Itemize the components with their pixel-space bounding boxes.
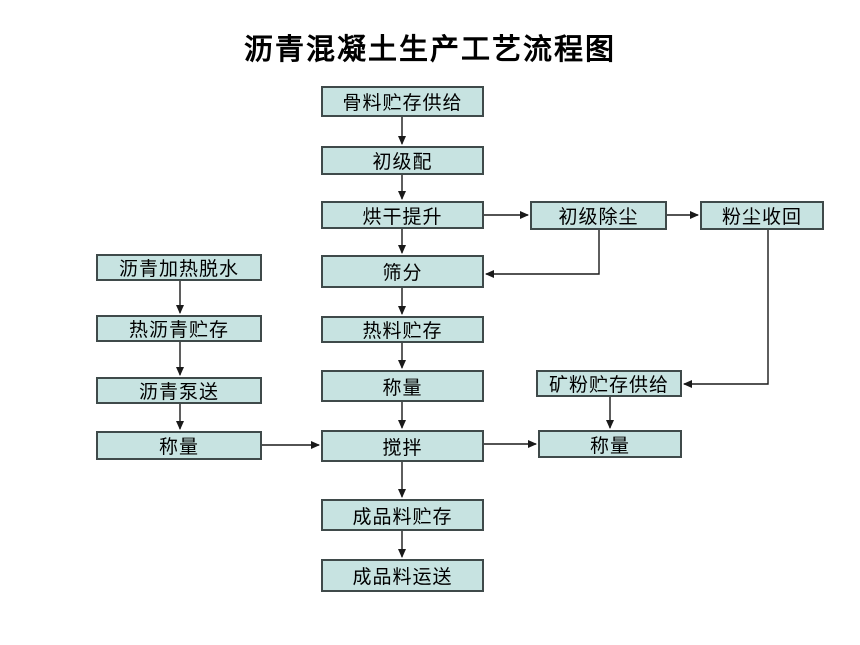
node-label: 矿粉贮存供给 xyxy=(548,374,669,396)
node-label: 沥青加热脱水 xyxy=(118,258,239,280)
node-label: 称量 xyxy=(382,376,423,399)
node-finished-material-transport: 成品料运送 xyxy=(321,559,484,592)
node-label: 热沥青贮存 xyxy=(128,319,229,341)
node-hot-asphalt-storage: 热沥青贮存 xyxy=(96,315,262,342)
node-drying-lifting: 烘干提升 xyxy=(321,201,484,229)
node-asphalt-heating-dewatering: 沥青加热脱水 xyxy=(96,254,262,281)
node-dust-recovery: 粉尘收回 xyxy=(700,201,824,230)
node-mixing: 搅拌 xyxy=(321,430,484,462)
diagram-title: 沥青混凝土生产工艺流程图 xyxy=(243,32,616,66)
node-label: 热料贮存 xyxy=(362,320,443,342)
node-label: 骨料贮存供给 xyxy=(342,92,463,114)
node-mineral-powder-storage-supply: 矿粉贮存供给 xyxy=(536,370,682,397)
node-label: 沥青泵送 xyxy=(138,381,219,403)
node-aggregate-storage-supply: 骨料贮存供给 xyxy=(321,86,484,117)
node-asphalt-pumping: 沥青泵送 xyxy=(96,377,262,404)
node-label: 成品料贮存 xyxy=(352,505,453,528)
node-label: 搅拌 xyxy=(382,436,423,459)
node-label: 称量 xyxy=(158,436,199,458)
node-label: 烘干提升 xyxy=(362,205,443,228)
node-label: 称量 xyxy=(589,434,630,457)
node-label: 初级配 xyxy=(372,151,433,173)
node-screening: 筛分 xyxy=(321,255,484,288)
node-primary-dust-removal: 初级除尘 xyxy=(530,201,667,230)
node-weighing-left: 称量 xyxy=(96,431,262,460)
node-label: 成品料运送 xyxy=(352,566,453,588)
node-primary-batching: 初级配 xyxy=(321,146,484,175)
node-label: 初级除尘 xyxy=(558,206,639,228)
node-label: 粉尘收回 xyxy=(721,206,802,228)
node-weighing-center: 称量 xyxy=(321,370,484,402)
node-finished-material-storage: 成品料贮存 xyxy=(321,499,484,531)
node-hot-material-storage: 热料贮存 xyxy=(321,316,484,343)
node-label: 筛分 xyxy=(382,262,423,284)
node-weighing-right: 称量 xyxy=(538,430,682,458)
